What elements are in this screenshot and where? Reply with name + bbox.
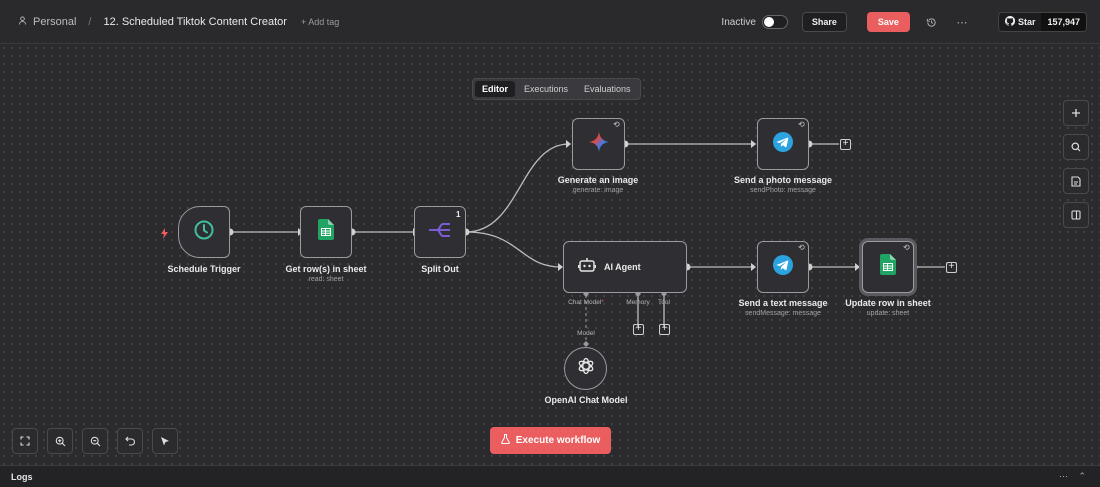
node-split-out[interactable] xyxy=(414,206,466,258)
github-star-button[interactable]: Star 157,947 xyxy=(997,12,1087,32)
google-sheets-icon xyxy=(318,219,334,245)
execute-label: Execute workflow xyxy=(515,435,601,446)
tab-executions[interactable]: Executions xyxy=(524,84,569,94)
workflow-name[interactable]: 12. Scheduled Tiktok Content Creator xyxy=(103,15,287,28)
node-send-photo[interactable] xyxy=(757,118,809,170)
tab-editor[interactable]: Editor xyxy=(475,81,515,97)
node-openai-chat-model[interactable] xyxy=(564,347,607,390)
share-button[interactable]: Share xyxy=(801,12,847,32)
top-header: Personal / 12. Scheduled Tiktok Content … xyxy=(0,0,1100,44)
openai-icon xyxy=(576,356,596,381)
project-link[interactable]: Personal xyxy=(33,15,77,28)
github-star-count: 157,947 xyxy=(1041,13,1086,31)
google-sheets-icon xyxy=(880,254,896,280)
execute-workflow-button[interactable]: Execute workflow xyxy=(490,427,611,454)
zoom-out-icon[interactable] xyxy=(82,428,108,454)
model-port-label: Model xyxy=(575,330,597,337)
sticky-note-icon[interactable] xyxy=(1063,168,1089,194)
node-label: Update row in sheet xyxy=(845,298,931,308)
node-get-rows[interactable] xyxy=(300,206,352,258)
node-subtitle: read: sheet xyxy=(308,276,344,283)
panel-toggle-icon[interactable] xyxy=(1063,202,1089,228)
node-send-text[interactable] xyxy=(757,241,809,293)
view-tabs: Editor Executions Evaluations xyxy=(472,78,641,100)
logs-controls[interactable]: ⋯ ⌃ xyxy=(1058,471,1090,481)
lightning-icon xyxy=(160,226,169,244)
clock-icon xyxy=(193,219,215,246)
add-tool-button[interactable]: + xyxy=(659,324,670,335)
toggle-knob xyxy=(763,17,774,27)
node-subtitle: sendMessage: message xyxy=(745,310,821,317)
node-ai-agent[interactable]: AI Agent xyxy=(563,241,687,293)
flask-icon xyxy=(500,434,510,447)
add-memory-button[interactable]: + xyxy=(633,324,644,335)
header-actions: Inactive Share Save ⋯ Star 157,947 xyxy=(721,0,1100,44)
save-button[interactable]: Save xyxy=(866,12,910,32)
canvas-bottom-tools xyxy=(12,428,178,454)
pointer-icon[interactable] xyxy=(152,428,178,454)
sync-icon: ⟲ xyxy=(613,120,620,129)
node-label: Send a photo message xyxy=(733,175,833,185)
add-tag-button[interactable]: + Add tag xyxy=(300,16,340,27)
node-label: OpenAI Chat Model xyxy=(544,395,628,405)
node-schedule-trigger[interactable] xyxy=(178,206,230,258)
fit-view-icon[interactable] xyxy=(12,428,38,454)
sync-icon: ⟲ xyxy=(903,243,910,252)
node-generate-image[interactable] xyxy=(572,118,625,170)
history-icon[interactable] xyxy=(922,12,942,32)
robot-icon xyxy=(577,257,597,278)
gemini-icon xyxy=(588,131,610,158)
workflow-canvas[interactable]: Editor Executions Evaluations xyxy=(0,44,1100,465)
more-options-icon[interactable]: ⋯ xyxy=(956,16,968,29)
memory-port-label: Memory xyxy=(626,299,650,306)
node-subtitle: sendPhoto: message xyxy=(750,187,816,194)
user-icon xyxy=(18,15,27,28)
node-label: AI Agent xyxy=(604,262,641,272)
github-star-label: Star xyxy=(1017,17,1036,27)
breadcrumb: Personal / 12. Scheduled Tiktok Content … xyxy=(18,16,287,28)
tab-evaluations[interactable]: Evaluations xyxy=(584,84,631,94)
node-subtitle: update: sheet xyxy=(866,310,910,317)
sync-icon: ⟲ xyxy=(798,243,805,252)
node-label: Schedule Trigger xyxy=(167,264,241,274)
chat-model-port-label: Chat Model* xyxy=(568,299,604,306)
edge-split-image xyxy=(465,143,570,233)
logs-label: Logs xyxy=(11,471,33,482)
node-label: Generate an image xyxy=(557,175,639,185)
status-label: Inactive xyxy=(721,16,756,28)
node-label: Split Out xyxy=(421,264,459,274)
node-subtitle: generate: image xyxy=(572,187,624,194)
run-count-badge: 1 xyxy=(456,210,461,219)
tool-port-label: Tool xyxy=(658,299,670,306)
node-label: Send a text message xyxy=(738,298,828,308)
logs-panel[interactable]: Logs ⋯ ⌃ xyxy=(0,465,1100,487)
telegram-icon xyxy=(772,131,794,158)
connections-layer xyxy=(226,140,945,347)
sync-icon: ⟲ xyxy=(798,120,805,129)
undo-icon[interactable] xyxy=(117,428,143,454)
split-icon xyxy=(428,220,452,245)
add-node-button[interactable]: + xyxy=(946,262,957,273)
github-star-left: Star xyxy=(998,13,1042,31)
add-node-button[interactable]: + xyxy=(840,139,851,150)
active-toggle[interactable] xyxy=(761,15,788,29)
edge-split-agent xyxy=(465,231,562,268)
search-icon[interactable] xyxy=(1063,134,1089,160)
node-label: Get row(s) in sheet xyxy=(285,264,367,274)
node-update-row[interactable] xyxy=(862,241,914,293)
github-icon xyxy=(1004,15,1016,28)
canvas-side-tools xyxy=(1063,100,1089,228)
breadcrumb-separator: / xyxy=(88,15,92,28)
add-node-icon[interactable] xyxy=(1063,100,1089,126)
telegram-icon xyxy=(772,254,794,281)
zoom-in-icon[interactable] xyxy=(47,428,73,454)
